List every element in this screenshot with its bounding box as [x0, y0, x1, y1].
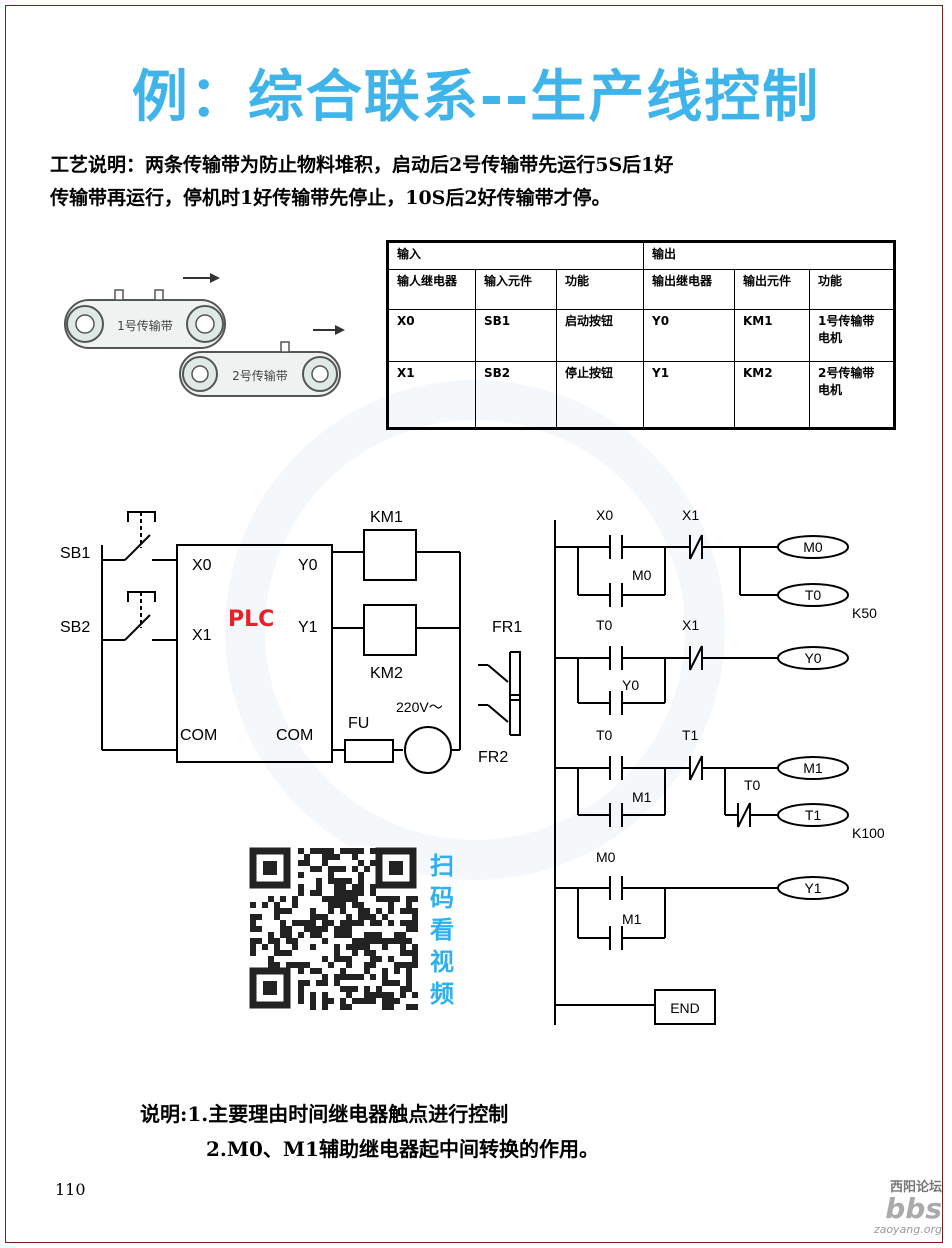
watermark-small: zaoyang.org — [873, 1223, 942, 1236]
table-cell: KM1 — [734, 309, 810, 362]
r1-contact2-label: X1 — [682, 507, 699, 523]
r1-coil2-label: T0 — [805, 587, 822, 603]
plc-box — [176, 544, 333, 763]
sb2-label: SB2 — [60, 619, 90, 636]
watermark-top: 西阳论坛 — [889, 1180, 942, 1195]
y1-terminal-label: Y1 — [298, 619, 318, 636]
r3-contact1-label: T0 — [596, 727, 613, 743]
page-title: 例：综合联系--生产线控制 — [131, 65, 821, 130]
plc-label: PLC — [228, 607, 274, 632]
r2-parallel-label: Y0 — [622, 677, 639, 693]
x0-terminal-label: X0 — [192, 557, 212, 574]
table-row: X1 SB2 停止按钮 Y1 KM2 2号传输带电机 — [387, 361, 895, 429]
note-line2: 2.M0、M1辅助继电器起中间转换的作用。 — [206, 1137, 599, 1161]
end-label: END — [670, 1000, 700, 1016]
table-row: X0 SB1 启动按钮 Y0 KM1 1号传输带电机 — [387, 309, 895, 362]
note-line1: 说明:1.主要理由时间继电器触点进行控制 — [140, 1102, 509, 1126]
fr1-label: FR1 — [492, 619, 522, 636]
process-description-line1: 工艺说明：两条传输带为防止物料堆积，启动后2号传输带先运行5S后1好 — [50, 154, 674, 176]
scan-char: 码 — [430, 884, 454, 912]
table-cell: SB2 — [475, 361, 557, 429]
column-header: 功能 — [556, 269, 644, 310]
r3-branch-contact-label: T0 — [744, 777, 761, 793]
r4-parallel-label: M1 — [622, 911, 642, 927]
page-frame — [5, 5, 943, 1243]
r1-contact1-label: X0 — [596, 507, 613, 523]
scan-char: 扫 — [430, 852, 454, 880]
r2-contact2-label: X1 — [682, 617, 699, 633]
column-header: 输人继电器 — [387, 269, 476, 310]
table-cell: Y1 — [643, 361, 735, 429]
r1-coil1-label: M0 — [803, 539, 823, 555]
process-description-line2: 传输带再运行，停机时1好传输带先停止，10S后2好传输带才停。 — [50, 187, 611, 209]
table-cell: 启动按钮 — [556, 309, 644, 362]
watermark-main: bbs — [885, 1192, 942, 1225]
belt2-label: 2号传输带 — [232, 368, 288, 383]
conveyor-belt-2: 2号传输带 — [179, 325, 345, 397]
column-header: 功能 — [809, 269, 895, 310]
belt1-label: 1号传输带 — [117, 318, 173, 333]
r3-k-label: K100 — [852, 825, 885, 841]
r1-parallel-label: M0 — [632, 567, 652, 583]
r4-coil-label: Y1 — [804, 880, 821, 896]
table-cell: 2号传输带电机 — [809, 361, 895, 429]
r3-parallel-label: M1 — [632, 789, 652, 805]
table-cell: KM2 — [734, 361, 810, 429]
km2-label: KM2 — [370, 665, 403, 682]
voltage-label: 220V～ — [396, 699, 443, 715]
r3-contact2-label: T1 — [682, 727, 699, 743]
x1-terminal-label: X1 — [192, 627, 212, 644]
y0-terminal-label: Y0 — [298, 557, 318, 574]
r4-contact1-label: M0 — [596, 849, 616, 865]
column-header: 输出继电器 — [643, 269, 735, 310]
column-header: 输入元件 — [475, 269, 557, 310]
page-number: 110 — [55, 1180, 86, 1199]
table-cell: X1 — [387, 361, 476, 429]
conveyor-illustration: 1号传输带 2号传输带 — [64, 273, 345, 397]
r2-coil-label: Y0 — [804, 650, 821, 666]
r3-coil1-label: M1 — [803, 760, 823, 776]
conveyor-belt-1: 1号传输带 — [64, 273, 226, 349]
io-assignment-table: 输入 输出 输人继电器 输入元件 功能 输出继电器 输出元件 功能 X0 SB1… — [386, 240, 896, 430]
com-left-label: COM — [180, 727, 217, 744]
fu-label: FU — [348, 715, 369, 732]
r3-coil2-label: T1 — [805, 807, 822, 823]
r2-contact1-label: T0 — [596, 617, 613, 633]
scan-char: 频 — [430, 980, 454, 1008]
table-cell: SB1 — [475, 309, 557, 362]
site-watermark: 西阳论坛 bbs zaoyang.org — [874, 1176, 942, 1236]
circuit-diagram: SB1 SB2 X0 X1 PLC Y0 Y1 COM COM KM1 KM2 … — [60, 507, 885, 1025]
r1-k-label: K50 — [852, 605, 877, 621]
qr-code[interactable] — [248, 846, 418, 1010]
km1-label: KM1 — [370, 509, 403, 526]
fr2-label: FR2 — [478, 749, 508, 766]
scan-char: 视 — [430, 948, 454, 976]
table-cell: Y0 — [643, 309, 735, 362]
column-header: 输出元件 — [734, 269, 810, 310]
sb1-label: SB1 — [60, 545, 90, 562]
scan-to-watch-text: 扫 码 看 视 频 — [426, 850, 458, 1010]
scan-char: 看 — [430, 916, 454, 944]
com-right-label: COM — [276, 727, 313, 744]
